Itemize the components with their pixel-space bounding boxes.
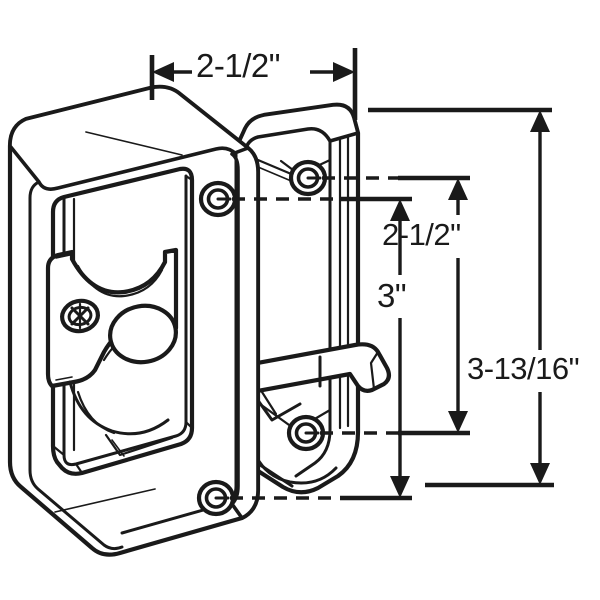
dimension-label-outer-height: 3-13/16"	[467, 351, 580, 386]
dimension-label-inner-height: 3"	[377, 277, 407, 314]
dimension-mid-height	[320, 175, 470, 436]
arrowhead-right	[333, 62, 355, 82]
paddle-handle	[45, 247, 179, 457]
dimension-inner-height	[230, 196, 412, 501]
thumb-button	[108, 303, 178, 365]
screw-hole-bottom-front	[196, 479, 236, 517]
arrowhead-down	[390, 476, 410, 498]
dimension-outer-height	[368, 107, 554, 488]
dimension-top-width	[149, 48, 358, 120]
dimension-label-top-width: 2-1/2"	[196, 47, 280, 84]
arrowhead-up	[448, 178, 468, 200]
latch-arm	[249, 342, 392, 422]
arrowhead-up	[530, 110, 550, 132]
arrowhead-down	[448, 411, 468, 433]
arrowhead-down	[530, 463, 550, 485]
lock-cylinder	[60, 298, 100, 334]
dimension-label-mid-height: 2-1/2"	[382, 217, 461, 252]
screw-hole-bottom-rear	[286, 414, 326, 452]
screw-hole-top-front	[198, 180, 238, 218]
screw-hole-top-rear	[279, 159, 328, 197]
arrowhead-left	[152, 62, 174, 82]
arrowhead-up	[390, 199, 410, 221]
